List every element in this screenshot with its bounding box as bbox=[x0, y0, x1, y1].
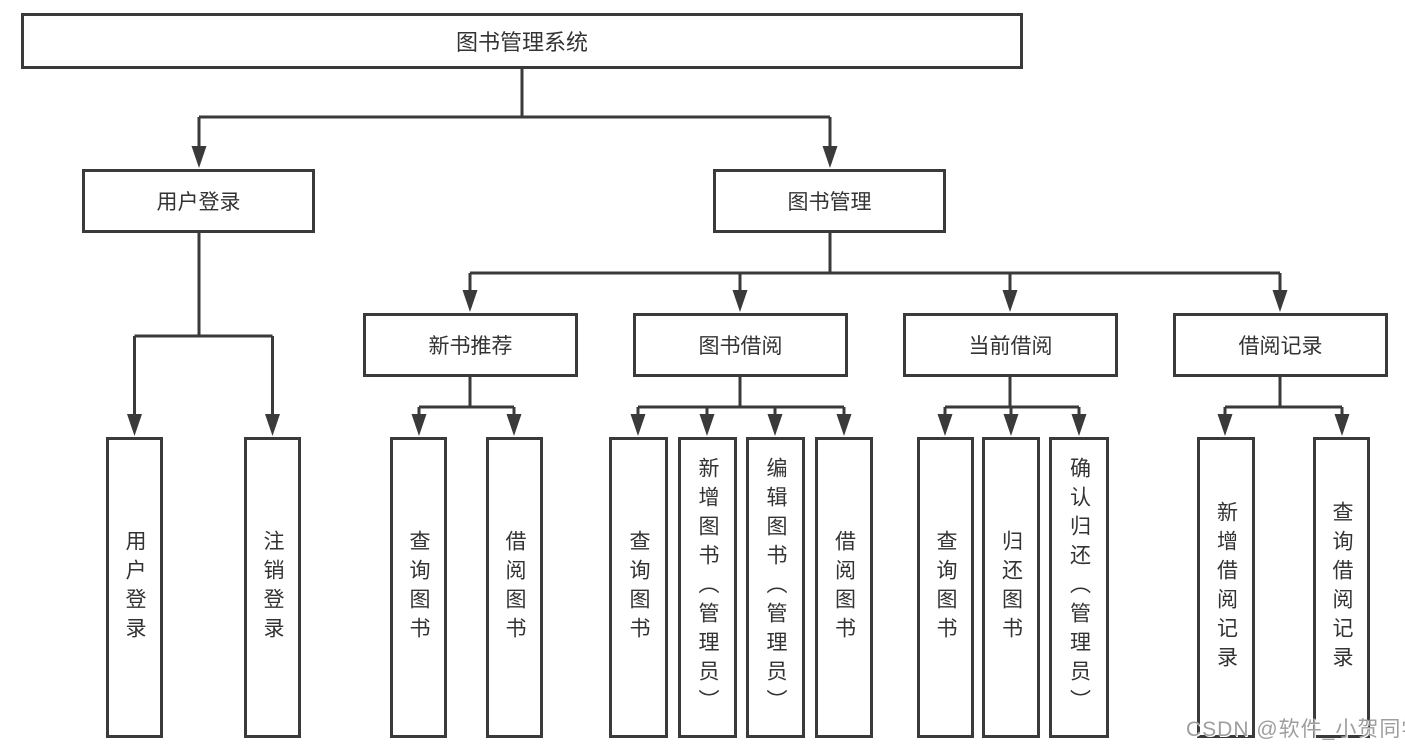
node-borrow-records: 借阅记录 bbox=[1173, 313, 1388, 377]
node-current-borrow: 当前借阅 bbox=[903, 313, 1118, 377]
csdn-watermark: CSDN @软件_小贺同学 bbox=[1186, 718, 1405, 741]
leaf-user-login: 用户登录 bbox=[106, 437, 163, 738]
leaf-query-books-recommend: 查询图书 bbox=[390, 437, 447, 738]
leaf-borrow-books: 借阅图书 bbox=[815, 437, 873, 738]
leaf-query-books-current: 查询图书 bbox=[917, 437, 974, 738]
leaf-confirm-return-admin: 确认归还（管理员） bbox=[1049, 437, 1109, 738]
leaf-add-books-admin: 新增图书（管理员） bbox=[678, 437, 737, 738]
node-book-borrow: 图书借阅 bbox=[633, 313, 848, 377]
leaf-query-borrow-record: 查询借阅记录 bbox=[1313, 437, 1370, 738]
node-library-management-system: 图书管理系统 bbox=[21, 13, 1023, 69]
leaf-query-books-borrow: 查询图书 bbox=[609, 437, 668, 738]
leaf-return-books: 归还图书 bbox=[982, 437, 1040, 738]
node-new-book-recommend: 新书推荐 bbox=[363, 313, 578, 377]
leaf-edit-books-admin: 编辑图书（管理员） bbox=[746, 437, 805, 738]
node-user-login: 用户登录 bbox=[82, 169, 315, 233]
leaf-logout: 注销登录 bbox=[244, 437, 301, 738]
leaf-borrow-books-recommend: 借阅图书 bbox=[486, 437, 543, 738]
leaf-add-borrow-record: 新增借阅记录 bbox=[1197, 437, 1255, 738]
node-book-management: 图书管理 bbox=[713, 169, 946, 233]
